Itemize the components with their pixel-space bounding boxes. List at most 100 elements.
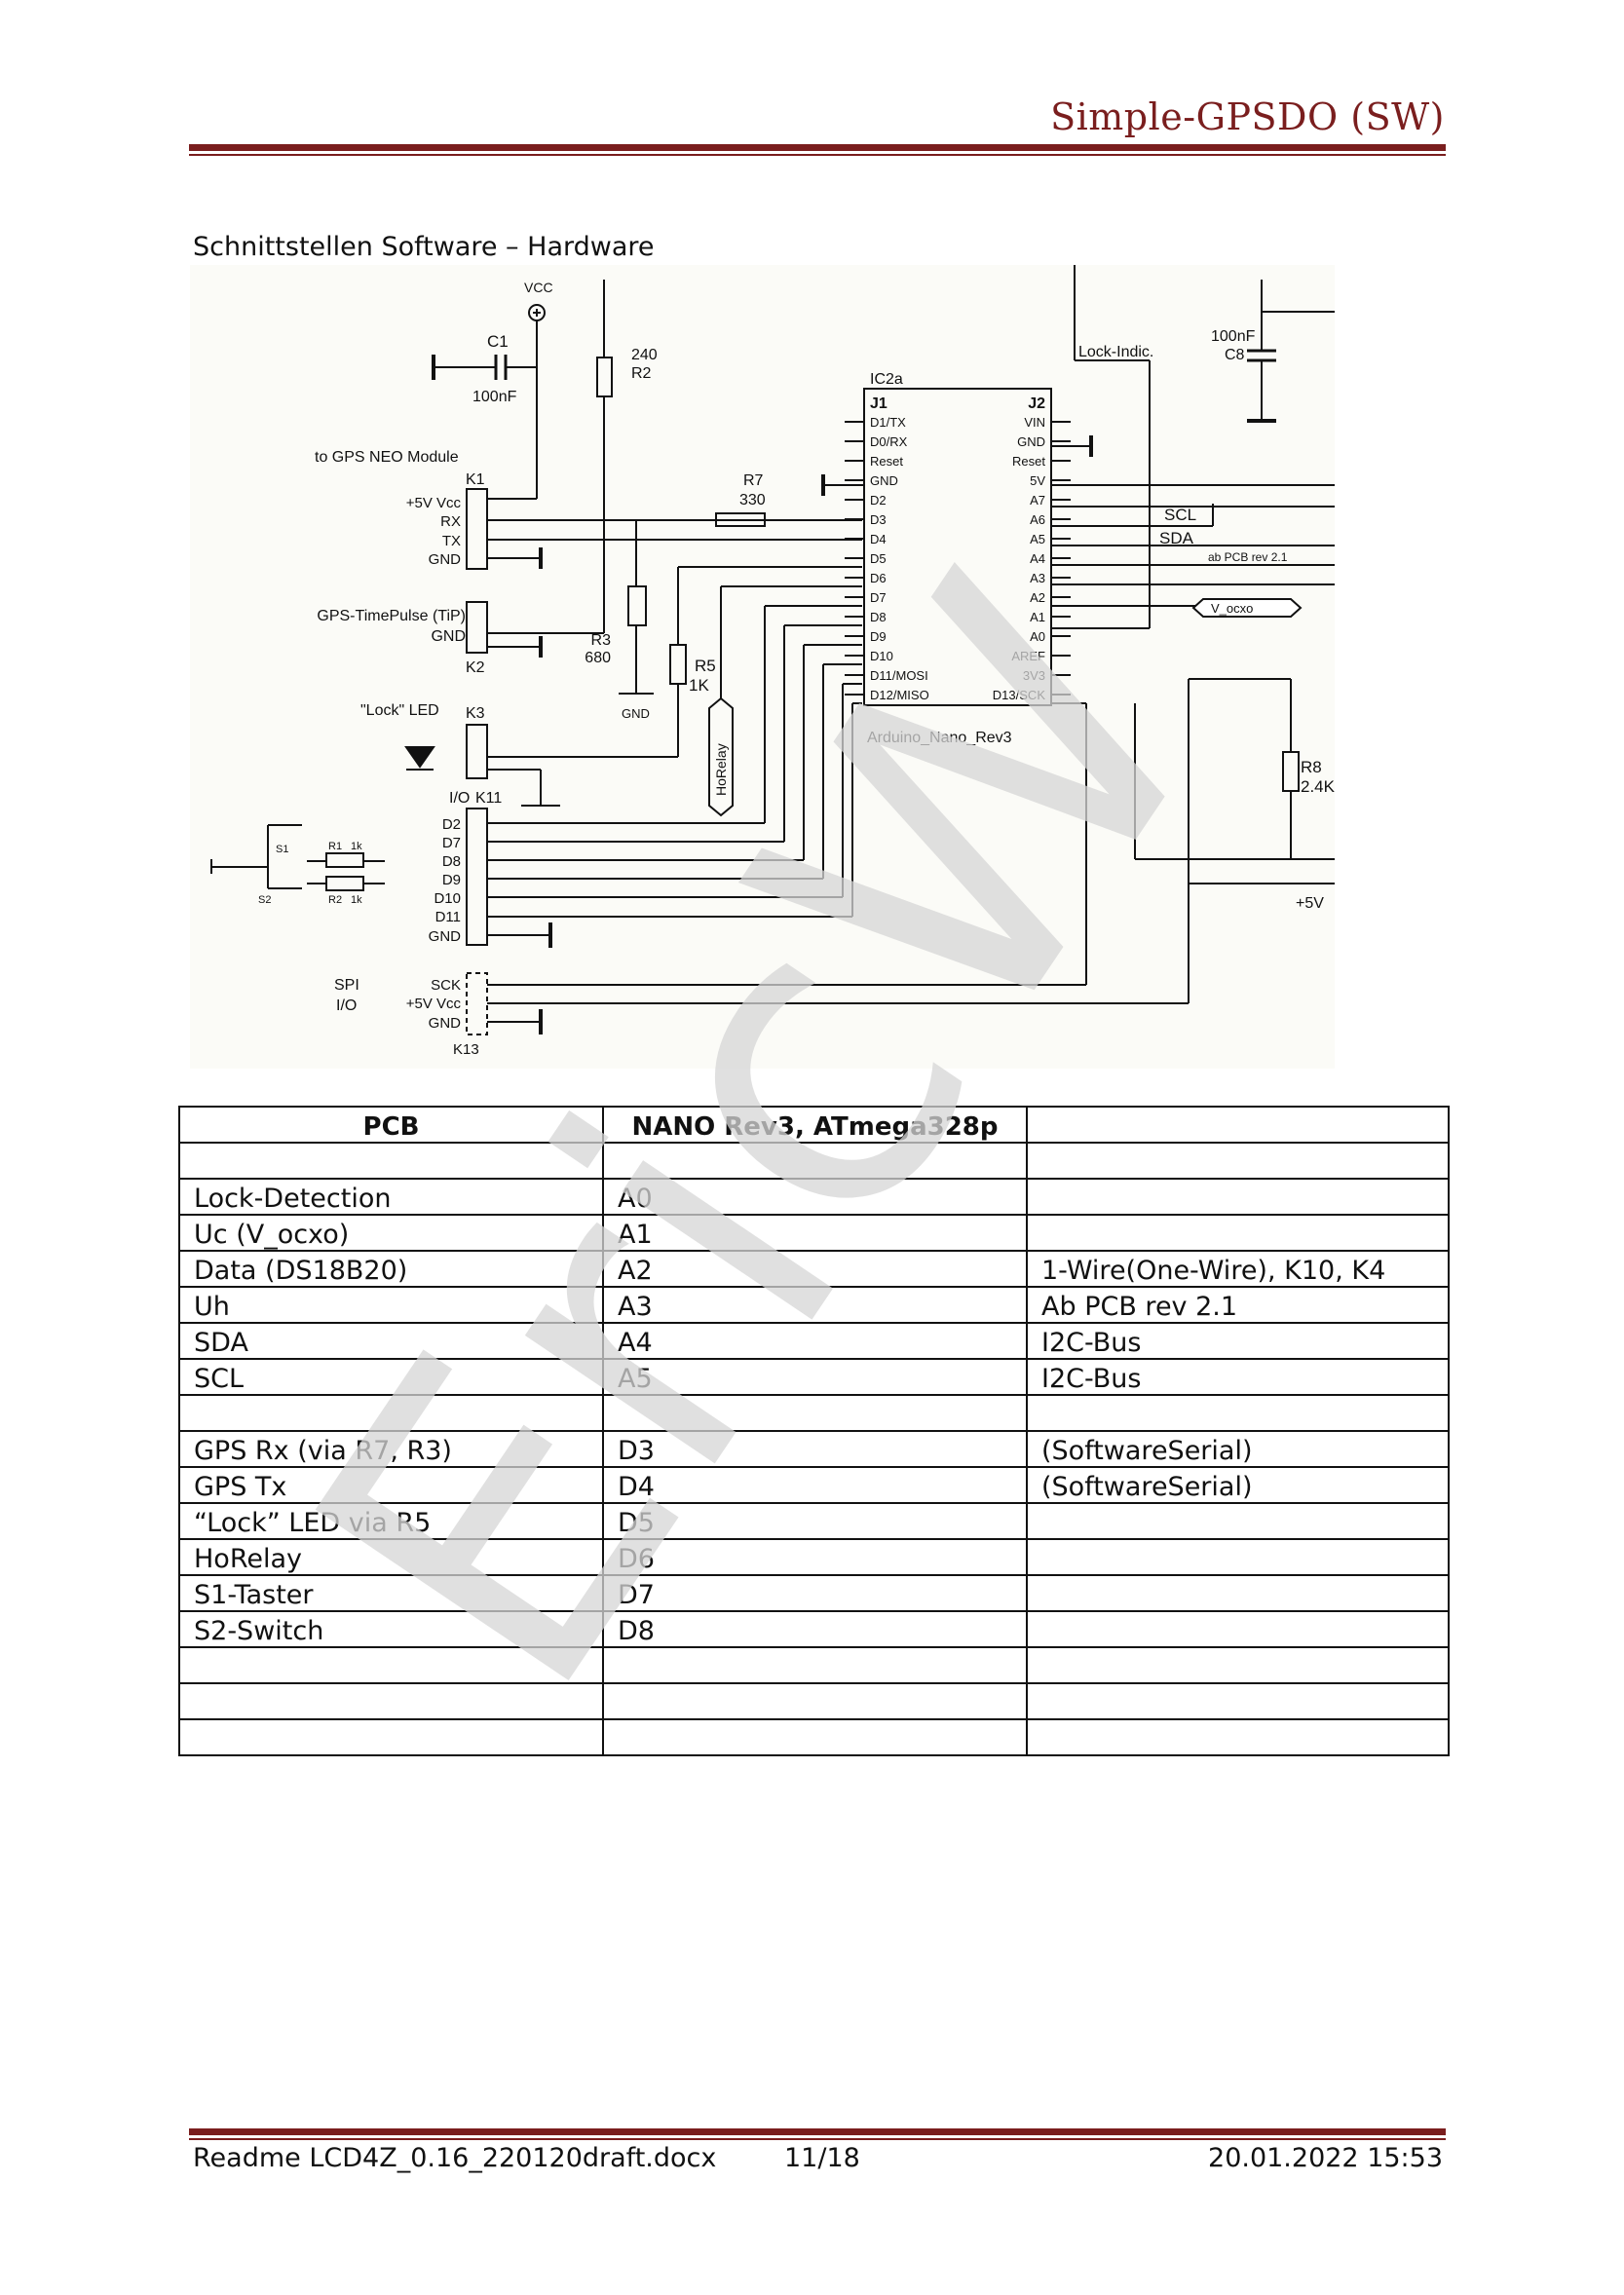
j2-pin-label: A1: [1030, 610, 1045, 624]
table-row: [178, 1394, 1450, 1432]
scl-label: SCL: [1164, 506, 1196, 524]
table-cell: [1026, 1502, 1450, 1540]
table-cell: [1026, 1214, 1450, 1252]
j1-pin-label: D6: [870, 571, 887, 585]
k3-label: K3: [466, 705, 485, 722]
j1-pin-label: D4: [870, 532, 887, 546]
c8-label: C8: [1225, 347, 1245, 363]
k1-tx: TX: [442, 533, 461, 549]
table-cell: [1026, 1394, 1450, 1432]
r8-label: R8: [1301, 758, 1322, 776]
table-cell: D3: [602, 1430, 1028, 1468]
footer-page-number: 11/18: [784, 2143, 860, 2173]
table-cell: S2-Switch: [178, 1610, 604, 1648]
table-cell: Ab PCB rev 2.1: [1026, 1286, 1450, 1324]
table-cell: D7: [602, 1574, 1028, 1612]
j1-pin-label: Reset: [870, 454, 903, 469]
table-cell: (SoftwareSerial): [1026, 1466, 1450, 1504]
table-cell: [1026, 1718, 1450, 1756]
table-cell: [602, 1646, 1028, 1684]
table-cell: GPS Tx: [178, 1466, 604, 1504]
table-cell: GPS Rx (via R7, R3): [178, 1430, 604, 1468]
table-cell: D6: [602, 1538, 1028, 1576]
j2-label: J2: [1028, 395, 1045, 412]
j1-pin-label: D1/TX: [870, 415, 906, 430]
r3-label: R3: [591, 632, 612, 649]
sda-label: SDA: [1159, 529, 1194, 547]
table-cell: A0: [602, 1178, 1028, 1216]
j2-pin-label: A0: [1030, 629, 1045, 644]
c1-label: C1: [487, 332, 509, 351]
ab-pcb-label: ab PCB rev 2.1: [1208, 550, 1288, 564]
table-row: GPS Rx (via R7, R3)D3(SoftwareSerial): [178, 1430, 1450, 1468]
j1-pin-label: D9: [870, 629, 887, 644]
table-cell: A3: [602, 1286, 1028, 1324]
spi-vcc: +5V Vcc: [406, 996, 462, 1012]
k11-gnd: GND: [429, 928, 462, 945]
plus5v-label: +5V: [1296, 895, 1324, 912]
schematic-diagram: VCC C1 100nF 240 R2 to GPS NEO Module K1…: [190, 265, 1336, 1069]
j2-pin-list: VINGNDReset5VA7A6A5A4A3A2A1A0AREF3V3D13/…: [993, 415, 1071, 702]
k11-d8: D8: [442, 853, 461, 870]
table-cell: [602, 1718, 1028, 1756]
j1-pin-label: D12/MISO: [870, 688, 929, 702]
table-cell: I2C-Bus: [1026, 1322, 1450, 1360]
j2-pin-label: GND: [1017, 434, 1045, 449]
k2-gnd: GND: [431, 628, 466, 645]
k11-label: K11: [475, 790, 502, 807]
table-cell: SDA: [178, 1322, 604, 1360]
table-cell: [178, 1646, 604, 1684]
s1-label: S1: [276, 844, 288, 855]
table-cell: 1-Wire(One-Wire), K10, K4: [1026, 1250, 1450, 1288]
r3-value: 680: [585, 650, 611, 666]
table-cell: [1026, 1574, 1450, 1612]
table-cell: Lock-Detection: [178, 1178, 604, 1216]
j2-pin-label: A6: [1030, 512, 1045, 527]
table-cell: A5: [602, 1358, 1028, 1396]
table-row: [178, 1142, 1450, 1180]
table-cell: SCL: [178, 1358, 604, 1396]
spi-gnd: GND: [429, 1015, 462, 1032]
table-cell: D8: [602, 1610, 1028, 1648]
spi-sck: SCK: [431, 977, 461, 994]
k2-label: K2: [466, 659, 485, 676]
lock-led-label: "Lock" LED: [360, 702, 439, 719]
table-cell: Data (DS18B20): [178, 1250, 604, 1288]
c1-value: 100nF: [472, 389, 517, 405]
table-cell: [1026, 1538, 1450, 1576]
r3-gnd: GND: [622, 706, 650, 721]
table-cell: [178, 1682, 604, 1720]
table-cell: [602, 1682, 1028, 1720]
horelay-label: HoRelay: [713, 743, 729, 796]
table-cell: A4: [602, 1322, 1028, 1360]
r8-value: 2.4K: [1301, 777, 1335, 796]
j1-pin-list: D1/TXD0/RXResetGNDD2D3D4D5D6D7D8D9D10D11…: [845, 415, 929, 702]
k11-io: I/O: [449, 790, 470, 807]
r7-label: R7: [743, 472, 764, 489]
j1-pin-label: D10: [870, 649, 893, 663]
table-cell: [1026, 1142, 1450, 1180]
j2-pin-label: A2: [1030, 590, 1045, 605]
j1-pin-label: D0/RX: [870, 434, 908, 449]
v-ocxo-label: V_ocxo: [1211, 601, 1253, 616]
j2-pin-label: D13/SCK: [993, 688, 1046, 702]
table-row: [178, 1682, 1450, 1720]
lock-indic-label: Lock-Indic.: [1078, 344, 1153, 360]
footer-datetime: 20.01.2022 15:53: [1208, 2143, 1443, 2173]
j1-pin-label: D3: [870, 512, 887, 527]
table-cell: A2: [602, 1250, 1028, 1288]
spi-label: SPI: [334, 977, 359, 994]
table-cell: D5: [602, 1502, 1028, 1540]
vcc-label: VCC: [524, 280, 553, 295]
c8-value: 100nF: [1211, 328, 1256, 345]
r2-label: R2: [631, 365, 652, 382]
